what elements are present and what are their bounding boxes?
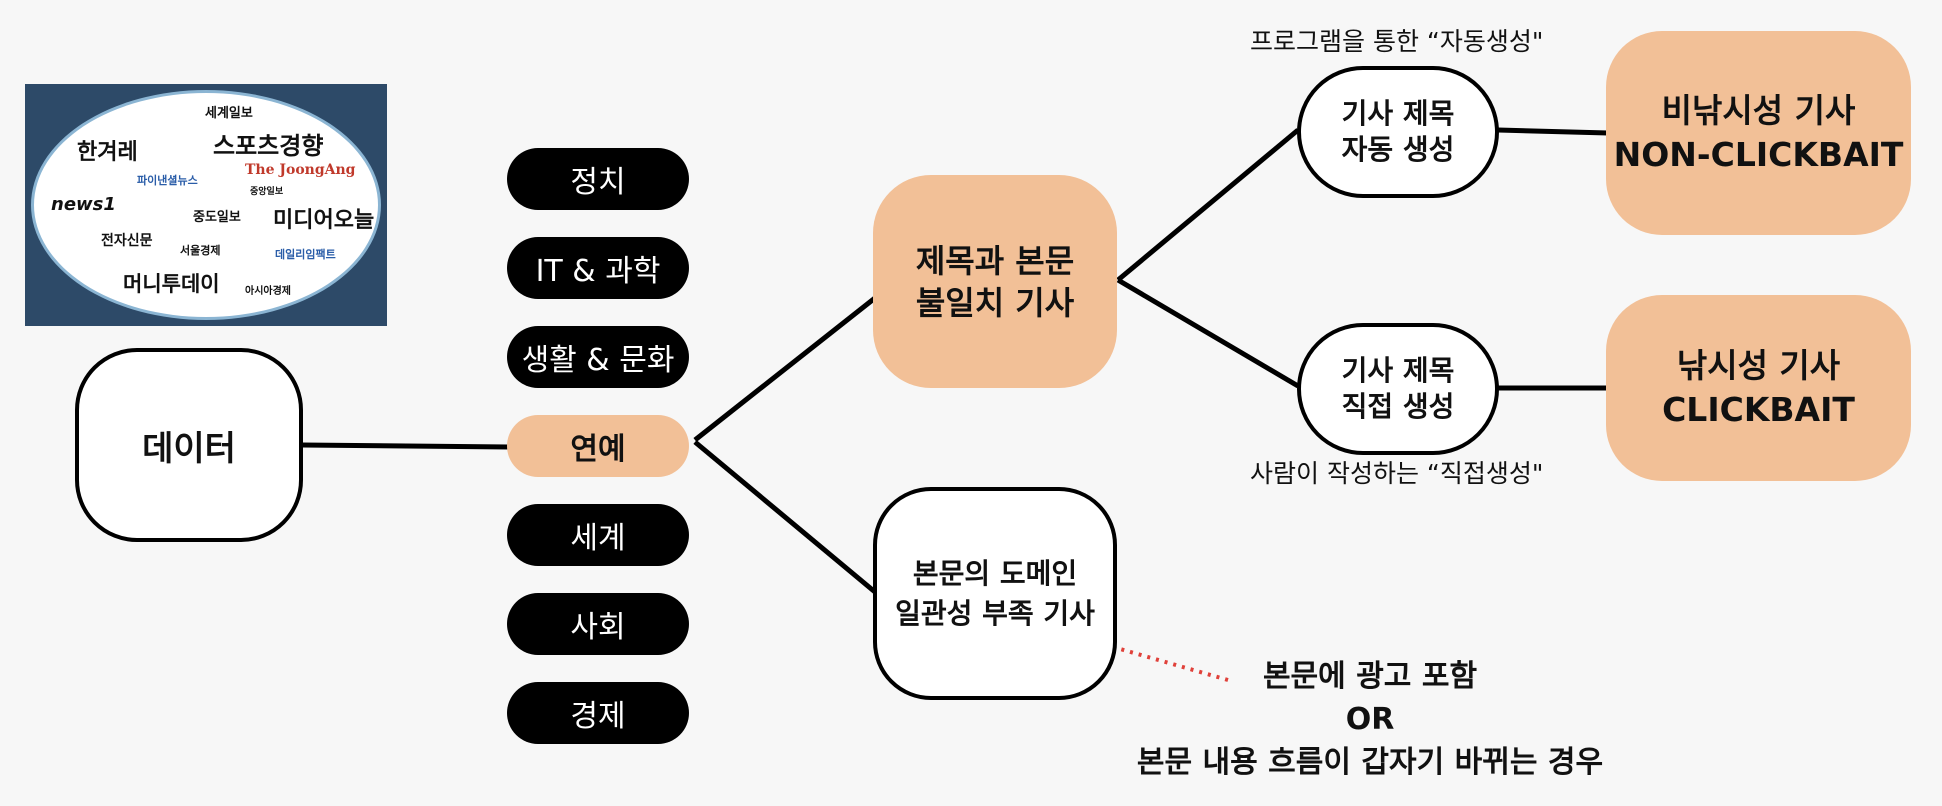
auto-title-line1: 기사 제목 bbox=[1341, 97, 1455, 130]
logo-moneytoday: 머니투데이 bbox=[123, 272, 220, 296]
category-economy: 경제 bbox=[507, 682, 689, 744]
logo-sports-khan: 스포츠경향 bbox=[213, 132, 324, 160]
non-clickbait-line2: NON-CLICKBAIT bbox=[1613, 135, 1904, 174]
domain-line2: 일관성 부족 기사 bbox=[895, 596, 1095, 630]
clickbait-node: 낚시성 기사 CLICKBAIT bbox=[1606, 295, 1911, 481]
domain-line1: 본문의 도메인 bbox=[912, 556, 1078, 590]
ad-note-arrow bbox=[1068, 634, 1229, 682]
mismatch-line2: 불일치 기사 bbox=[915, 283, 1075, 322]
ad-note-line2: OR bbox=[1345, 702, 1395, 737]
manual-generation-label: 사람이 작성하는 “직접생성" bbox=[1250, 459, 1544, 488]
auto-title-node: 기사 제목 자동 생성 bbox=[1297, 66, 1499, 198]
category-it-science: IT & 과학 bbox=[507, 237, 689, 299]
news-logo-collage: 세계일보 한겨레 스포츠경향 파이낸셜뉴스 The JoongAng 중앙일보 … bbox=[25, 84, 387, 326]
manual-title-line2: 직접 생성 bbox=[1341, 390, 1455, 423]
ad-note: 본문에 광고 포함 OR 본문 내용 흐름이 갑자기 바뀌는 경우 bbox=[1100, 655, 1640, 784]
non-clickbait-line1: 비낚시성 기사 bbox=[1661, 91, 1856, 130]
manual-title-line1: 기사 제목 bbox=[1341, 354, 1455, 387]
logo-joongang-en: The JoongAng bbox=[245, 162, 356, 178]
clickbait-line1: 낚시성 기사 bbox=[1676, 346, 1841, 385]
auto-title-line2: 자동 생성 bbox=[1341, 133, 1455, 166]
category-entertainment: 연예 bbox=[507, 415, 689, 477]
logo-oval bbox=[31, 90, 381, 320]
logo-etnews: 전자신문 bbox=[101, 233, 153, 249]
connector-data-to-category bbox=[301, 442, 511, 450]
connector-mismatch-to-manual bbox=[1116, 277, 1300, 389]
domain-inconsistency-node: 본문의 도메인 일관성 부족 기사 bbox=[873, 487, 1117, 700]
connector-mismatch-to-auto bbox=[1116, 128, 1300, 282]
logo-dailyimpact: 데일리임팩트 bbox=[275, 248, 336, 261]
category-society: 사회 bbox=[507, 593, 689, 655]
category-politics: 정치 bbox=[507, 148, 689, 210]
mismatch-article-node: 제목과 본문 불일치 기사 bbox=[873, 175, 1117, 388]
logo-asiae: 아시아경제 bbox=[245, 286, 291, 297]
data-node: 데이터 bbox=[75, 348, 303, 542]
logo-mediatoday: 미디어오늘 bbox=[273, 208, 375, 233]
connector-category-to-mismatch bbox=[693, 296, 877, 442]
ad-note-line3: 본문 내용 흐름이 갑자기 바뀌는 경우 bbox=[1136, 745, 1604, 780]
logo-joongang-kr: 중앙일보 bbox=[250, 187, 284, 197]
data-node-label: 데이터 bbox=[142, 428, 236, 469]
category-life-culture: 생활 & 문화 bbox=[507, 326, 689, 388]
logo-fnnews: 파이낸셜뉴스 bbox=[137, 174, 198, 187]
auto-generation-label: 프로그램을 통한 “자동생성" bbox=[1250, 27, 1544, 56]
manual-title-node: 기사 제목 직접 생성 bbox=[1297, 323, 1499, 455]
non-clickbait-node: 비낚시성 기사 NON-CLICKBAIT bbox=[1606, 31, 1911, 235]
logo-sedaily: 서울경제 bbox=[180, 244, 221, 257]
clickbait-line2: CLICKBAIT bbox=[1662, 390, 1855, 429]
ad-note-line1: 본문에 광고 포함 bbox=[1262, 659, 1478, 694]
mismatch-line1: 제목과 본문 bbox=[915, 241, 1075, 280]
logo-segye: 세계일보 bbox=[205, 106, 253, 121]
connector-auto-to-nonclickbait bbox=[1497, 127, 1609, 136]
logo-news1: news1 bbox=[51, 194, 116, 215]
logo-hankyoreh: 한겨레 bbox=[77, 140, 138, 165]
logo-joongdo: 중도일보 bbox=[193, 210, 241, 225]
category-world: 세계 bbox=[507, 504, 689, 566]
connector-category-to-domain bbox=[693, 440, 877, 594]
